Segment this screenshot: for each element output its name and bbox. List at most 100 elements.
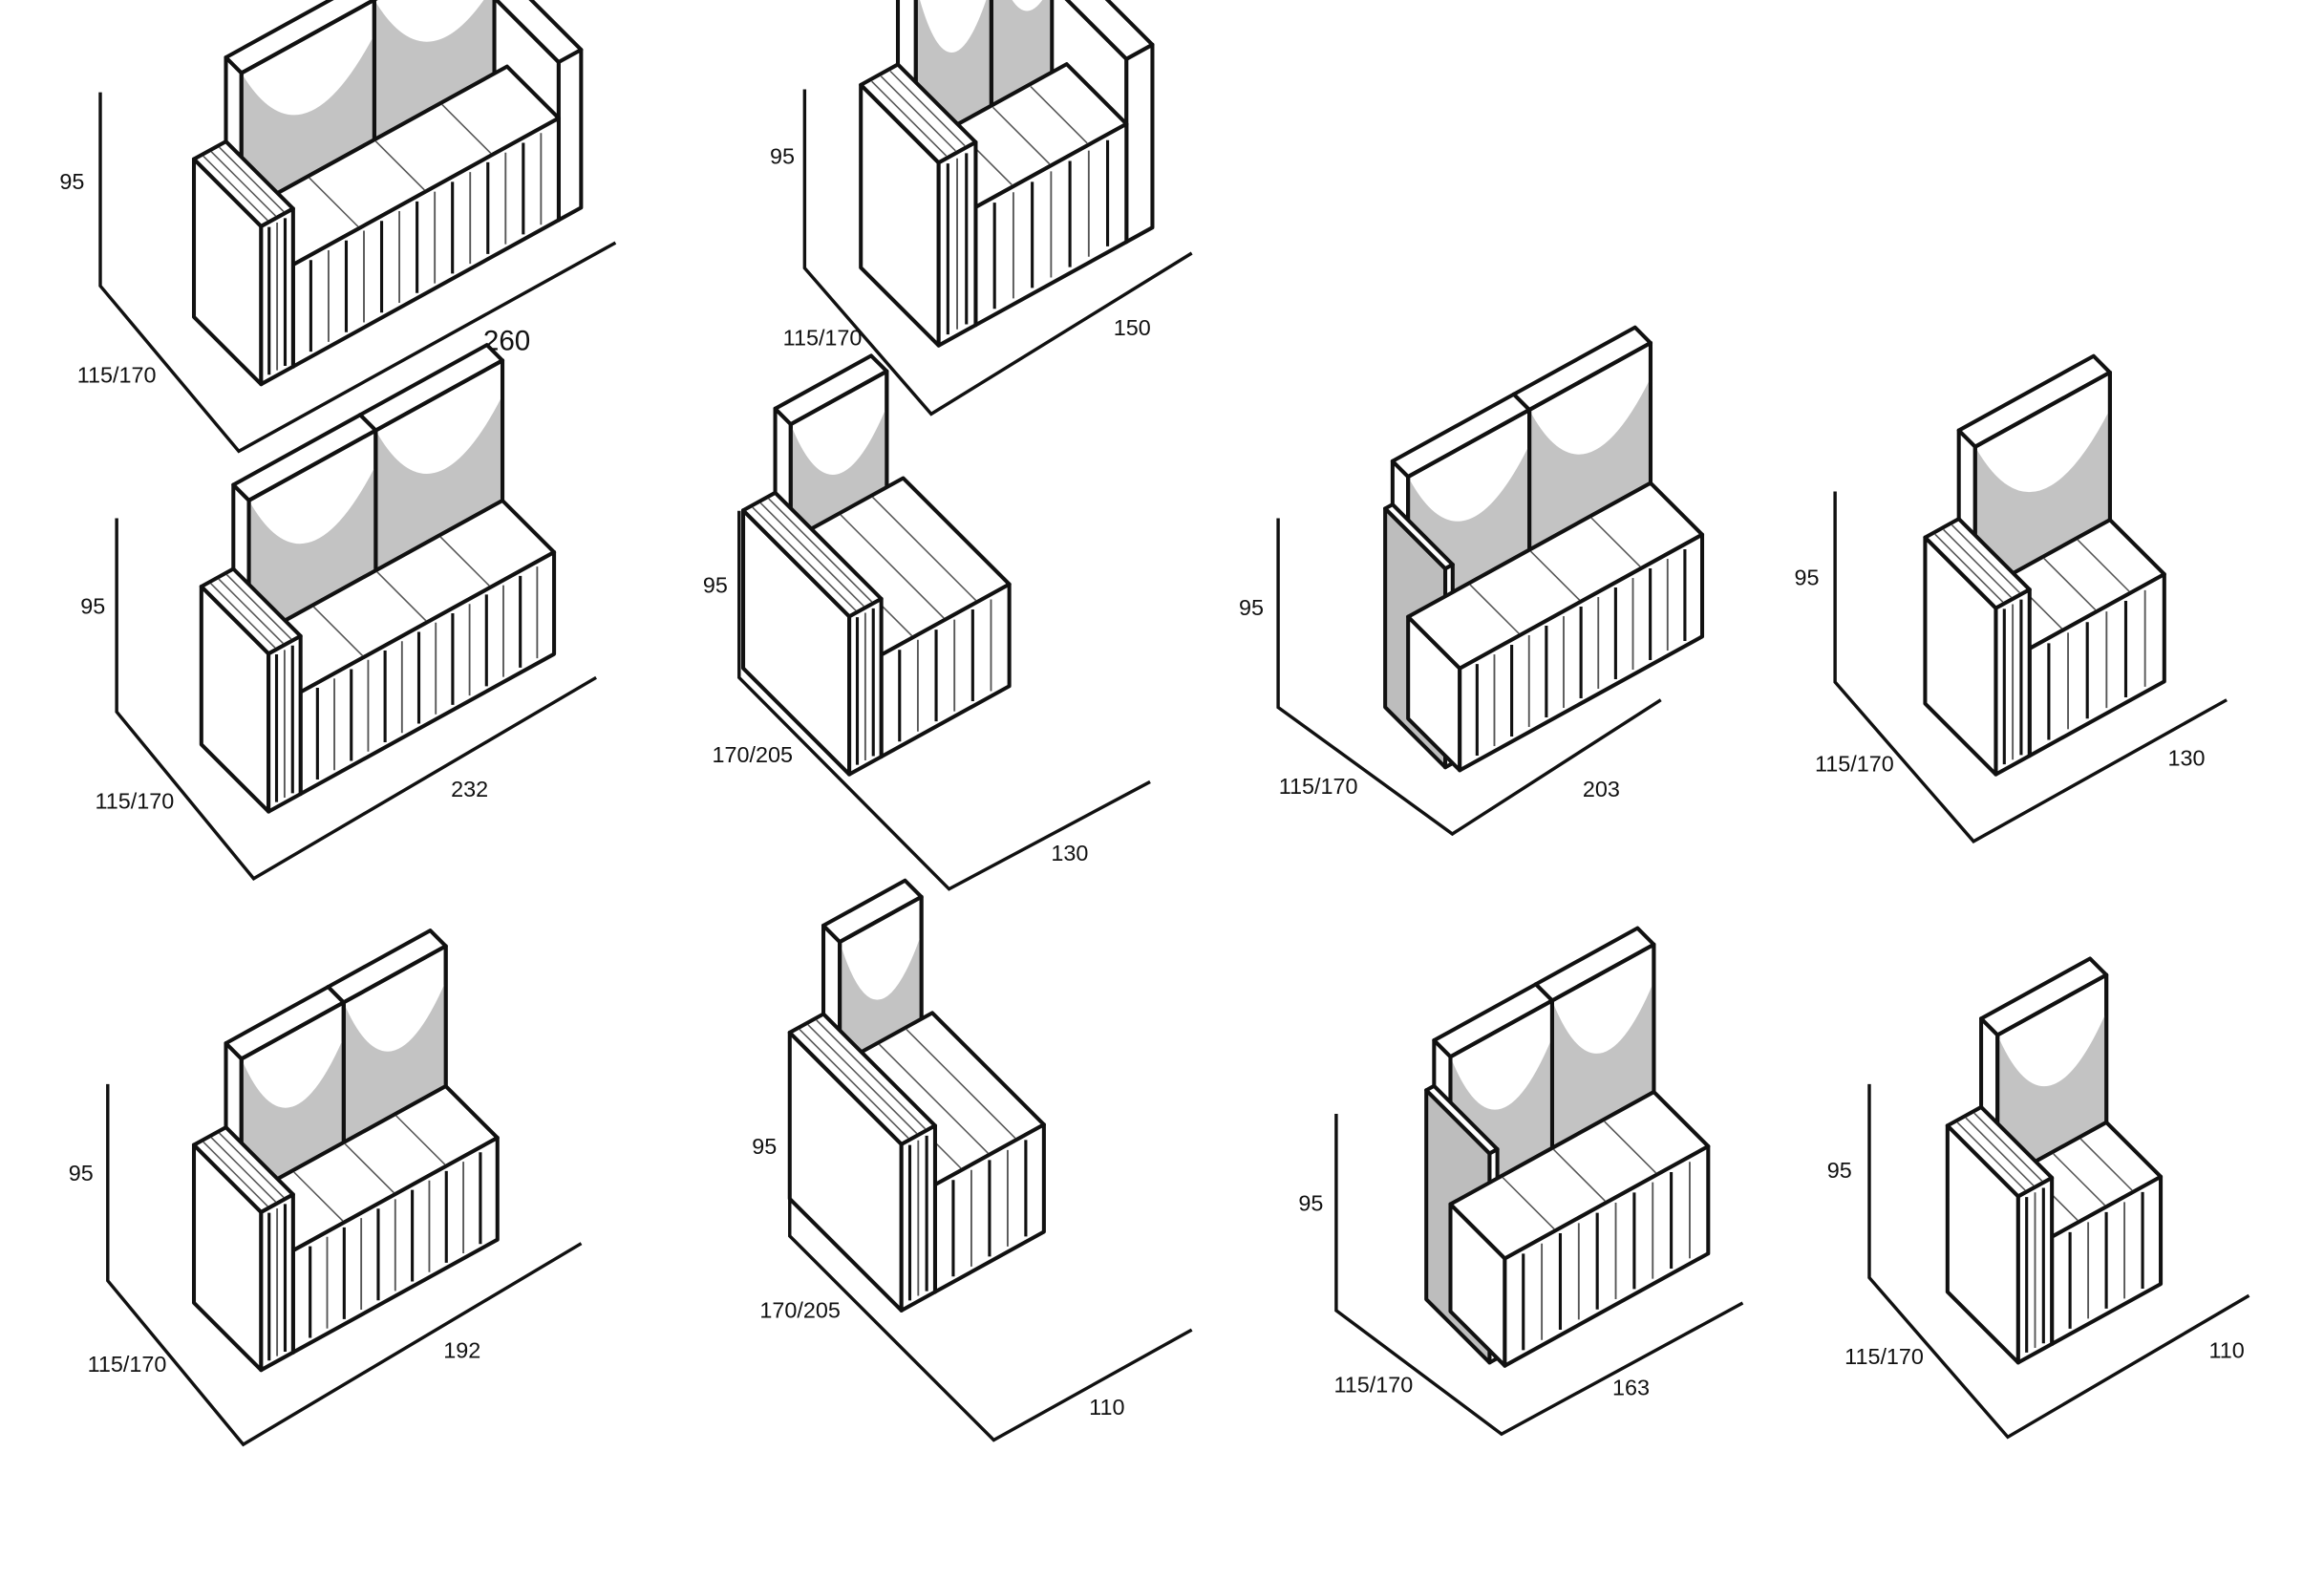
dimension-label-height: 95 xyxy=(80,593,105,618)
dimension-label-depth: 115/170 xyxy=(88,1352,167,1377)
seam-line xyxy=(1030,86,1088,144)
dimension-label-height: 95 xyxy=(59,169,84,194)
dimension-label-depth: 115/170 xyxy=(1333,1373,1413,1398)
dimension-axes xyxy=(115,518,597,881)
dimension-label-depth: 115/170 xyxy=(77,363,157,388)
left-armrest xyxy=(787,1012,937,1313)
left-armrest xyxy=(191,1125,295,1373)
shading xyxy=(1997,1012,2107,1183)
dimension-label-height: 95 xyxy=(770,143,795,168)
seat-base-front xyxy=(1503,1143,1711,1368)
seam-line xyxy=(1469,584,1520,634)
back-cushion xyxy=(1956,353,2112,597)
seam-line xyxy=(2077,539,2130,592)
seam-line xyxy=(1965,1117,2035,1186)
seam-line xyxy=(768,498,873,603)
left-armrest xyxy=(1923,517,2032,777)
right-armrest-front xyxy=(556,48,584,223)
seam-line xyxy=(1956,1121,2026,1191)
dimension-label-height: 95 xyxy=(1794,566,1819,590)
seam-line xyxy=(1530,550,1581,601)
dimension-label-width: 192 xyxy=(443,1338,480,1363)
seam-line xyxy=(374,140,425,191)
seam-line xyxy=(344,1142,394,1194)
dimension-label-width: 203 xyxy=(1583,777,1620,801)
seam-line xyxy=(1502,1177,1555,1230)
dimension-axes xyxy=(1867,1083,2250,1440)
seam-line xyxy=(759,502,864,608)
sofa-module-module-110: 95 115/170 110 xyxy=(1827,956,2250,1440)
dimension-label-width: 110 xyxy=(2208,1338,2244,1363)
seam-line xyxy=(395,1115,446,1165)
seam-line xyxy=(2053,1153,2106,1206)
sofa-module-sofa-203: 95 115/170 203 xyxy=(1239,325,1705,837)
dimension-axes xyxy=(1833,491,2228,843)
seam-line xyxy=(203,1141,268,1207)
shading xyxy=(373,0,507,140)
seam-line xyxy=(879,1043,989,1154)
dimension-label-width: 232 xyxy=(451,777,488,801)
shading xyxy=(1974,409,2110,595)
seam-line xyxy=(840,514,945,619)
seam-line xyxy=(312,606,364,656)
sofa-module-armchair-150: 95 115/170 150 xyxy=(770,0,1193,416)
seam-line xyxy=(203,155,268,222)
right-armrest-front xyxy=(1124,42,1155,245)
seam-line xyxy=(799,1029,909,1139)
dimension-axes xyxy=(802,89,1193,416)
seam-line xyxy=(906,1029,1016,1139)
dimension-axes xyxy=(788,1099,1193,1442)
seam-line xyxy=(439,536,490,587)
seam-line xyxy=(376,571,427,622)
dimension-label-depth: 115/170 xyxy=(783,326,863,351)
dimension-label-height: 95 xyxy=(752,1134,777,1159)
dimension-label-height: 95 xyxy=(703,572,728,597)
dimension-label-height: 95 xyxy=(1239,595,1264,620)
left-armrest xyxy=(1945,1104,2055,1365)
seam-line xyxy=(219,146,285,213)
dimension-label-depth: 115/170 xyxy=(1279,774,1358,799)
dimension-axes xyxy=(98,92,617,454)
dimension-label-height: 95 xyxy=(69,1161,94,1185)
sofa-module-module-130: 95 115/170 130 xyxy=(1794,353,2228,843)
seam-line xyxy=(309,177,359,227)
shading xyxy=(1551,981,1654,1148)
dimension-label-height: 95 xyxy=(1827,1158,1852,1183)
left-armrest xyxy=(191,139,295,387)
seam-line xyxy=(889,70,966,147)
dimension-label-width: 130 xyxy=(2168,745,2206,770)
seam-line xyxy=(880,75,956,152)
shading xyxy=(991,0,1067,106)
back-cushion xyxy=(1979,956,2109,1185)
left-armrest xyxy=(741,490,884,777)
dimension-label-height: 95 xyxy=(1298,1190,1323,1215)
seam-line xyxy=(752,506,857,611)
dimension-label-depth: 115/170 xyxy=(1815,752,1894,777)
seam-line xyxy=(210,583,276,649)
dimension-label-depth: 170/205 xyxy=(759,1298,841,1323)
shading xyxy=(241,34,374,214)
dimension-label-depth: 115/170 xyxy=(1844,1344,1924,1369)
dimension-axes xyxy=(106,1083,583,1447)
seam-line xyxy=(991,106,1051,165)
dimension-label-depth: 115/170 xyxy=(95,788,174,813)
seat-base xyxy=(1406,480,1705,773)
seam-line xyxy=(2043,558,2097,611)
seam-line xyxy=(210,1137,277,1203)
dimension-label-width: 150 xyxy=(1114,315,1151,340)
dimension-axes xyxy=(1334,1114,1744,1437)
seam-line xyxy=(2079,1138,2133,1191)
seam-line xyxy=(219,1132,285,1199)
dimension-label-width: 110 xyxy=(1089,1395,1124,1420)
seam-line xyxy=(816,1019,927,1130)
seam-line xyxy=(871,80,948,157)
dimension-label-depth: 170/205 xyxy=(713,742,794,767)
seam-line xyxy=(293,1171,344,1222)
shading xyxy=(375,395,503,571)
seam-line xyxy=(225,574,292,640)
seam-line xyxy=(807,1024,918,1135)
